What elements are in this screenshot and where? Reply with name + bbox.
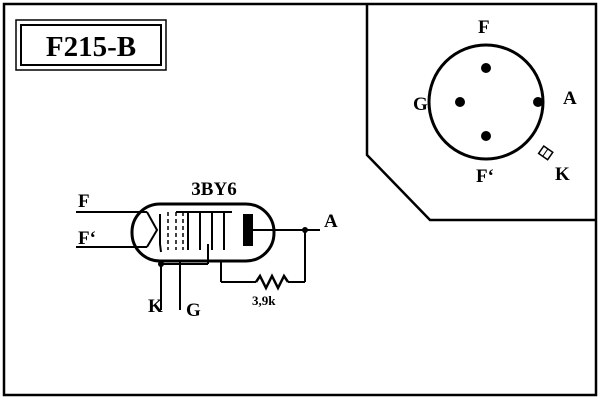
socket-label-right: A: [563, 88, 577, 109]
label-filament-2: F‘: [78, 228, 96, 249]
label-anode: A: [324, 211, 338, 232]
socket-label-top: F: [478, 17, 490, 38]
socket-outline: [427, 43, 545, 161]
tube-envelope: [130, 202, 276, 263]
socket-panel: F G A F‘ K: [365, 4, 596, 222]
socket-panel-border: [365, 4, 596, 222]
resistor-value-label: 3,9k: [252, 293, 276, 308]
heater-filament: [146, 211, 159, 248]
socket-pin-right: [533, 97, 543, 107]
socket-pin-top: [481, 63, 491, 73]
title-box-outer: [15, 19, 167, 71]
title-text: F215-B: [46, 31, 136, 63]
socket-label-key: K: [555, 164, 570, 185]
socket-pin-left: [455, 97, 465, 107]
socket-label-bottom: F‘: [476, 166, 494, 187]
anode-plate: [243, 214, 253, 246]
cathode-element: [159, 214, 162, 253]
label-filament-1: F: [78, 191, 90, 212]
title-box-inner: [20, 24, 162, 66]
socket-key-pin: [537, 144, 554, 161]
label-cathode: K: [148, 296, 163, 317]
resistor-symbol: [254, 273, 290, 291]
cathode-junction: [158, 261, 164, 267]
socket-pin-bottom: [481, 131, 491, 141]
label-grid: G: [186, 300, 201, 321]
title-box: F215-B: [15, 19, 167, 71]
tube-schematic: 3BY6: [76, 179, 338, 321]
tube-type-label: 3BY6: [191, 179, 236, 200]
socket-label-left: G: [413, 94, 428, 115]
